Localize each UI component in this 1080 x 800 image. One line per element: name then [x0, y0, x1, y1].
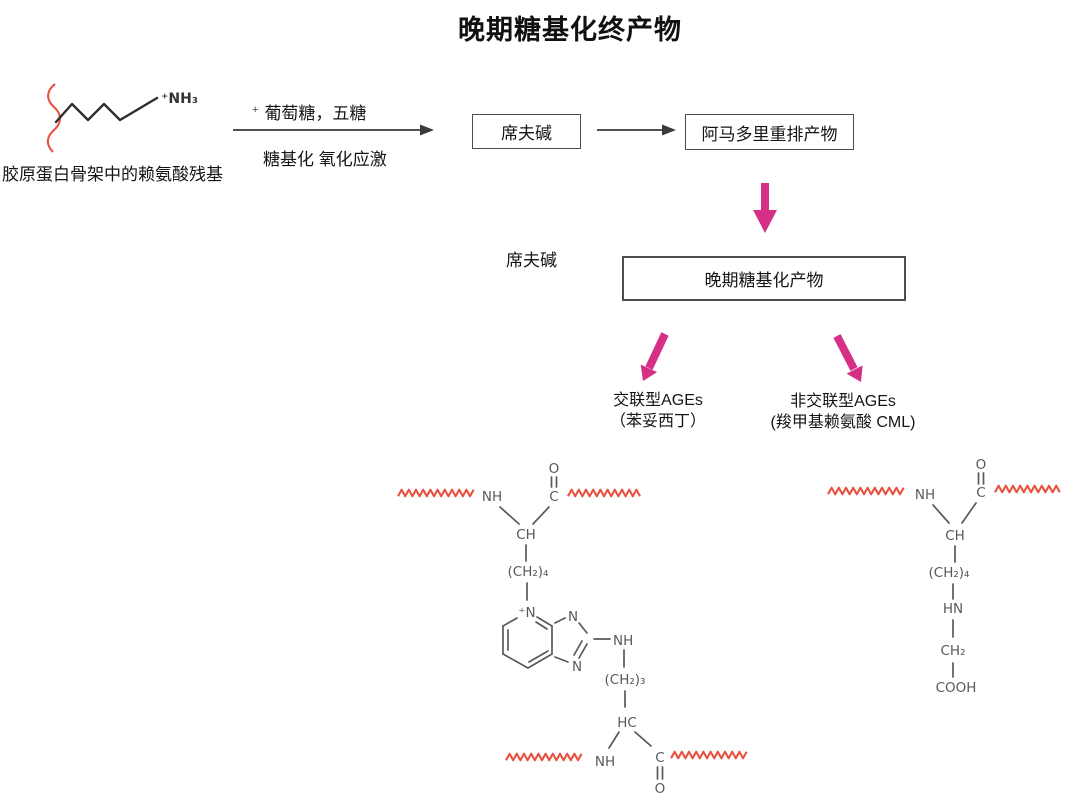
reagents-text: 葡萄糖，五糖 — [264, 104, 367, 123]
noncrosslinked-ages-label: 非交联型AGEs (羧甲基赖氨酸 CML) — [758, 391, 928, 433]
cml-nh: NH — [915, 487, 935, 503]
page-title: 晚期糖基化终产物 — [458, 15, 682, 45]
pink-down-arrow — [753, 183, 777, 233]
atom-chain4: (CH₂)₄ — [508, 564, 549, 580]
crosslinked-ages-label: 交联型AGEs （苯妥西丁） — [583, 390, 733, 432]
noncrosslinked-ages-line1: 非交联型AGEs — [790, 393, 896, 410]
crosslinked-ages-line1: 交联型AGEs — [613, 392, 703, 409]
noncrosslinked-ages-line2: (羧甲基赖氨酸 CML) — [770, 414, 916, 431]
pink-left-arrow — [640, 332, 669, 381]
atom-ch: CH — [516, 527, 536, 543]
atom-bottom-o: O — [655, 781, 666, 797]
cml-c: C — [976, 485, 985, 501]
lysine-structure: ⁺NH₃ — [46, 83, 198, 153]
ages-box: 晚期糖基化产物 — [622, 256, 906, 301]
atom-c: C — [549, 489, 558, 505]
atom-chain3: (CH₂)₃ — [605, 672, 646, 688]
atom-n3: N — [572, 659, 582, 675]
schiff-to-amadori-arrow — [597, 124, 676, 136]
cml-hn: HN — [943, 601, 963, 617]
cml-o: O — [976, 457, 987, 473]
amadori-box: 阿马多里重排产物 — [685, 114, 854, 150]
amine-label: ⁺NH₃ — [161, 91, 198, 107]
cml-chain4: (CH₂)₄ — [929, 565, 970, 581]
atom-bottom-nh: NH — [595, 754, 615, 770]
atom-nh: NH — [482, 489, 502, 505]
reaction-conditions: 糖基化 氧化应激 — [263, 150, 387, 169]
plus-sign: + — [252, 104, 259, 116]
schiff-base-box: 席夫碱 — [472, 114, 581, 149]
atom-o: O — [549, 461, 560, 477]
atom-side-nh: NH — [613, 633, 633, 649]
lysine-caption: 胶原蛋白骨架中的赖氨酸残基 — [2, 165, 223, 184]
atom-n-plus: ⁺N — [518, 605, 535, 621]
pink-right-arrow — [833, 334, 863, 382]
cml-structure: NH C O CH (CH₂)₄ HN CH₂ COOH — [827, 457, 1061, 696]
schiff-side-label: 席夫碱 — [506, 251, 557, 270]
atom-bottom-c: C — [655, 750, 664, 766]
cml-ch2: CH₂ — [941, 643, 966, 659]
pentosidine-structure: NH C O CH (CH₂)₄ ⁺N N — [397, 461, 748, 797]
cml-ch: CH — [945, 528, 965, 544]
reaction-reagents: + 葡萄糖，五糖 — [252, 99, 366, 124]
cml-cooh: COOH — [936, 680, 977, 696]
atom-hc: HC — [617, 715, 637, 731]
atom-n1: N — [568, 609, 578, 625]
crosslinked-ages-line2: （苯妥西丁） — [609, 413, 706, 430]
reaction-arrow — [233, 124, 434, 136]
